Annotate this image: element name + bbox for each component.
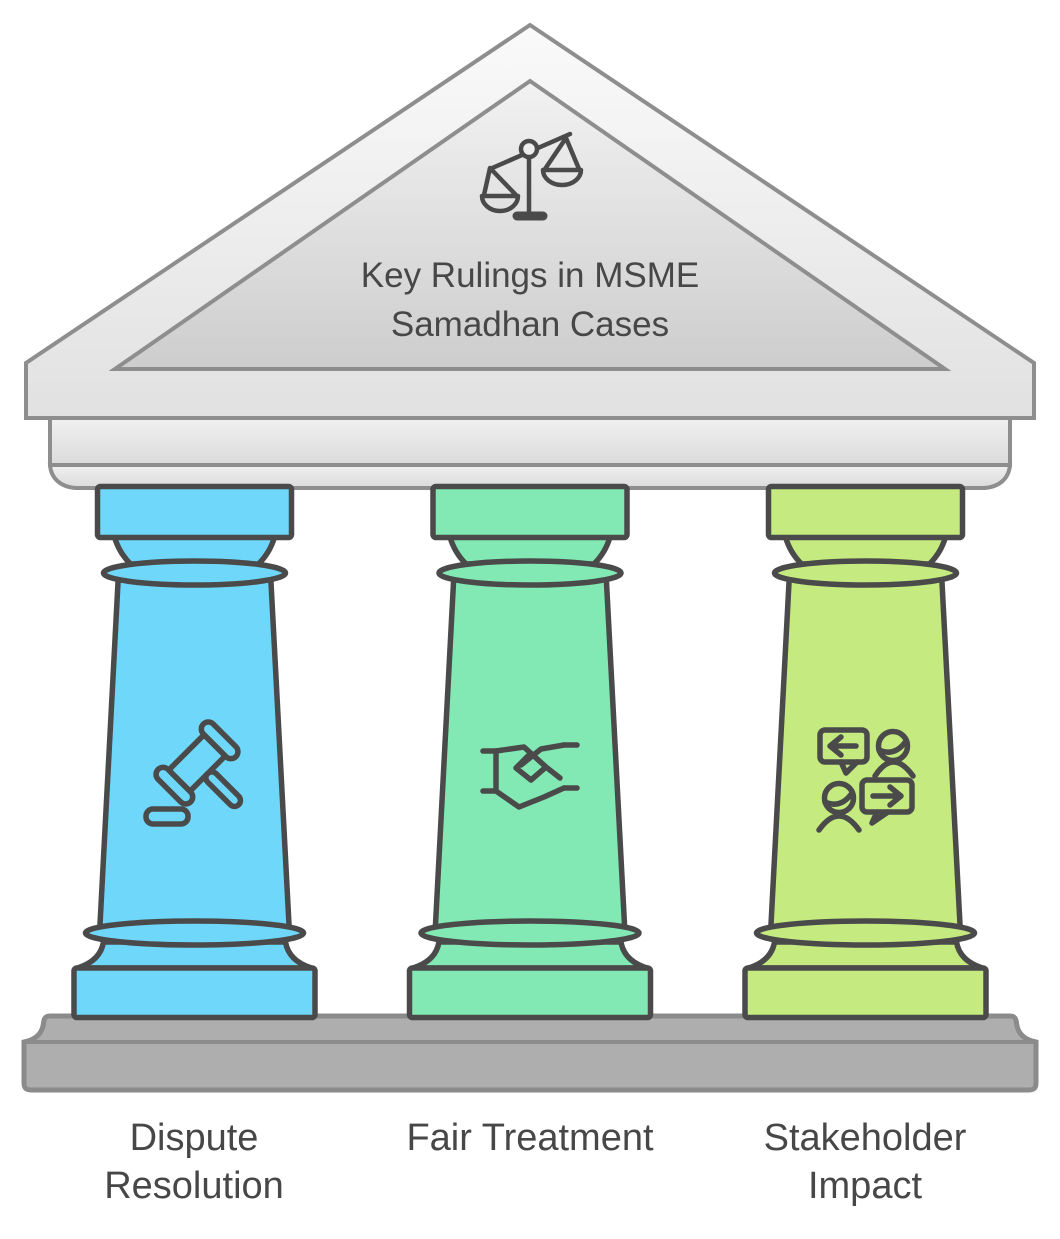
pillar-capital — [765, 483, 966, 541]
scales-pivot — [518, 138, 540, 160]
gavel-sound-block — [143, 806, 191, 827]
base-slab — [21, 1013, 1039, 1093]
handshake-bottom — [493, 748, 567, 810]
pillar-plinth — [742, 965, 989, 1021]
handshake-right-hand — [518, 742, 567, 768]
handshake-icon — [480, 742, 580, 810]
pillar-bottom-torus — [418, 918, 642, 948]
pediment: Key Rulings in MSME Samadhan Cases — [24, 22, 1036, 420]
pillar-plinth — [71, 965, 318, 1021]
gavel-icon — [143, 719, 244, 827]
pillar-bottom-torus — [753, 918, 978, 948]
label-dispute-resolution-line1: Dispute — [130, 1117, 259, 1159]
pediment-inner-triangle — [108, 78, 952, 371]
pillar-plinth — [406, 965, 654, 1021]
gavel-handle — [203, 769, 244, 810]
diagram-title-line2: Samadhan Cases — [391, 305, 669, 344]
person-face-line-top — [876, 738, 909, 755]
arrow-left-icon — [827, 734, 859, 758]
people-discussion-icon — [816, 727, 916, 833]
scales-right-pan — [540, 135, 584, 188]
pillar-shaft — [96, 570, 293, 937]
gavel-top-cap — [198, 719, 241, 762]
speech-bubble-left-tail — [838, 759, 860, 776]
label-stakeholder-impact-line2: Impact — [808, 1165, 922, 1207]
label-fair-treatment: Fair Treatment — [406, 1117, 654, 1159]
handshake-finger — [543, 764, 563, 781]
pillar-top-torus — [436, 558, 624, 588]
pillar-capital — [430, 483, 630, 541]
label-stakeholder-impact-line1: Stakeholder — [764, 1117, 967, 1159]
pillar-bottom-torus — [82, 918, 307, 948]
pillar-stakeholder-impact — [742, 483, 989, 1021]
cornice-band — [47, 463, 1013, 490]
scales-left-pan — [479, 165, 521, 214]
handshake-clasp — [493, 744, 549, 783]
scales-of-justice-icon — [479, 131, 584, 221]
pillar-fair-treatment — [406, 483, 654, 1021]
person-head-bottom — [821, 780, 857, 816]
speech-bubble-right-tail — [869, 809, 891, 826]
person-shoulders-top — [872, 759, 916, 779]
label-dispute-resolution-line2: Resolution — [104, 1165, 284, 1207]
pillar-top-torus — [771, 558, 960, 588]
foundation-base — [21, 1013, 1039, 1093]
pillar-top-torus — [100, 558, 289, 588]
pillar-capital — [94, 483, 295, 541]
person-face-line-bottom — [822, 790, 855, 807]
pillar-labels: Dispute Resolution Fair Treatment Stakeh… — [104, 1117, 967, 1207]
person-shoulders-bottom — [816, 813, 862, 833]
gavel-bottom-cap — [153, 764, 196, 807]
entablature — [47, 416, 1013, 490]
arrow-right-icon — [870, 784, 904, 808]
architrave-band — [48, 416, 1012, 467]
diagram-title-line1: Key Rulings in MSME — [361, 256, 699, 295]
pillar-dispute-resolution — [71, 483, 318, 1021]
